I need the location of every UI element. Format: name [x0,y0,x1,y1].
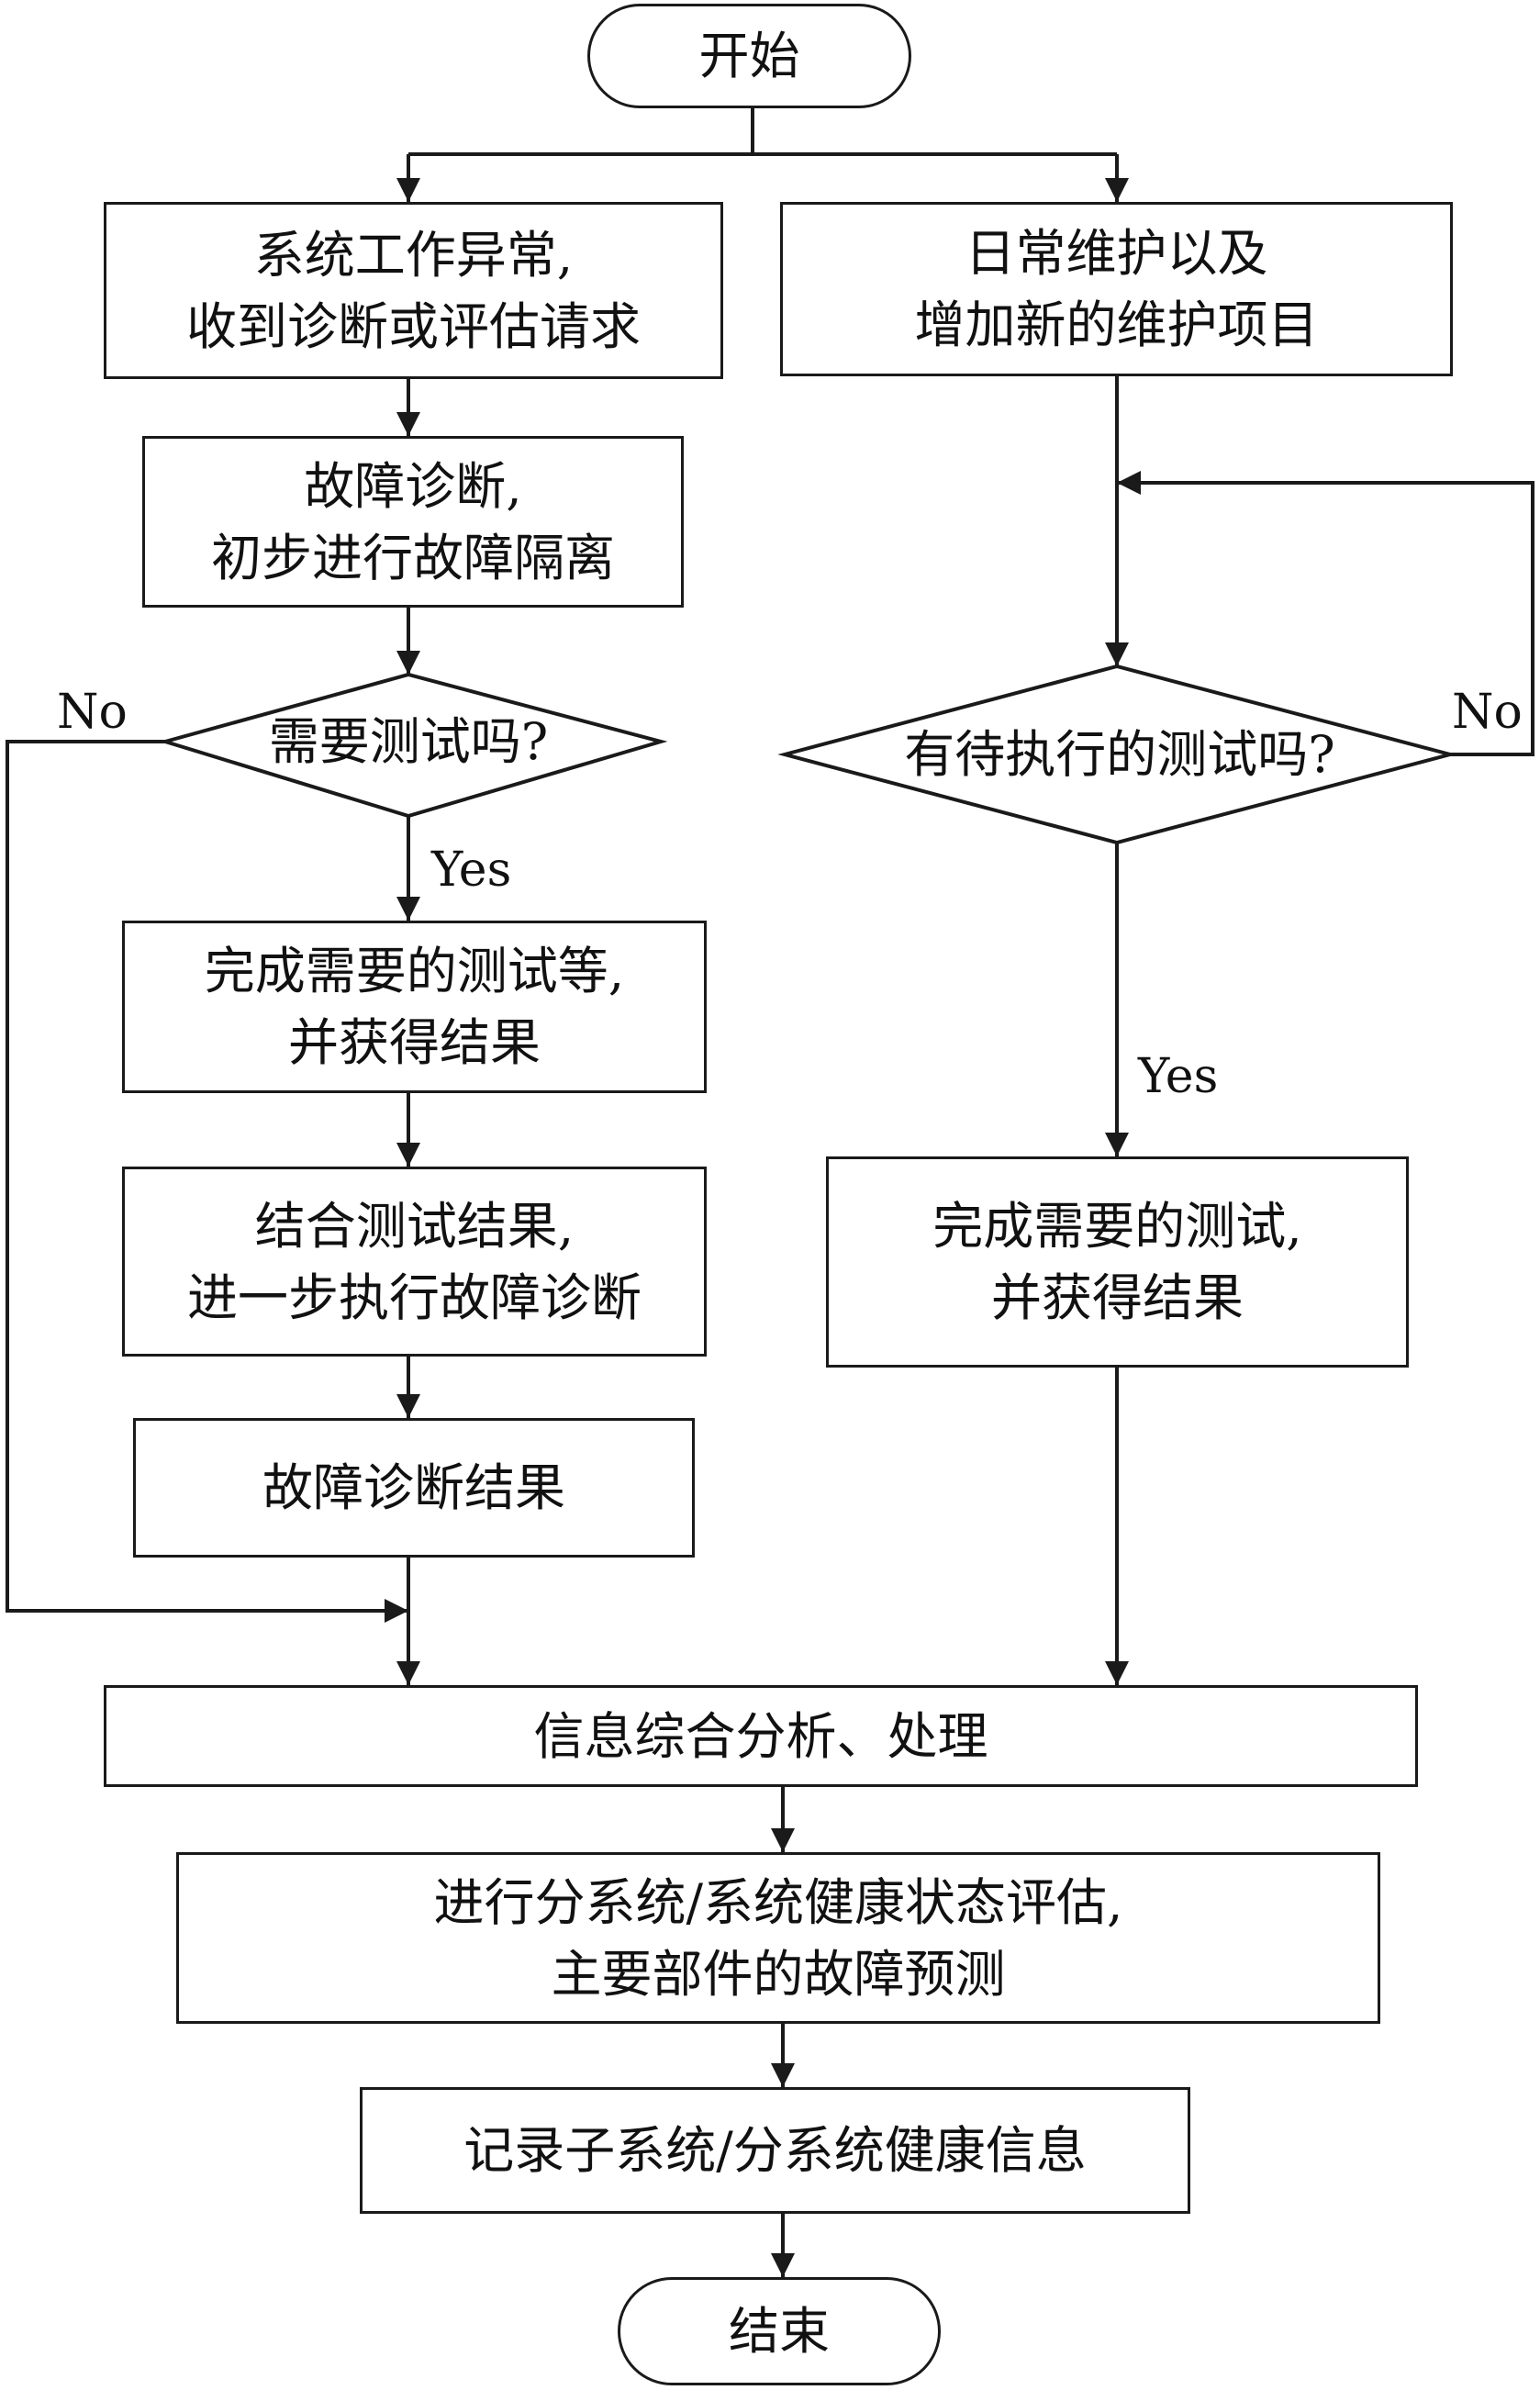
run-tests-line-2: 并获得结果 [287,1013,541,1072]
further-diagnosis-line-2: 进一步执行故障诊断 [186,1268,642,1327]
right-run-tests-box: 完成需要的测试, 并获得结果 [826,1156,1409,1368]
right-run-tests-line-2: 并获得结果 [990,1268,1244,1327]
no-label-right: No [1452,685,1523,740]
no-path-left [6,740,408,1623]
assessment-line-2: 主要部件的故障预测 [551,1944,1006,2004]
initial-diagnosis-box: 故障诊断, 初步进行故障隔离 [142,436,684,608]
request-box: 系统工作异常, 收到诊断或评估请求 [104,202,723,379]
maintenance-line-1: 日常维护以及 [965,224,1268,283]
maintenance-box: 日常维护以及 增加新的维护项目 [780,202,1453,376]
assessment-line-1: 进行分系统/系统健康状态评估, [433,1872,1123,1932]
end-label: 结束 [728,2302,830,2361]
request-line-2: 收到诊断或评估请求 [185,296,641,356]
request-line-1: 系统工作异常, [253,225,574,285]
start-label: 开始 [698,27,800,85]
diagnosis-result-label: 故障诊断结果 [262,1458,565,1517]
assessment-box: 进行分系统/系统健康状态评估, 主要部件的故障预测 [176,1852,1380,2024]
record-label: 记录子系统/分系统健康信息 [463,2121,1087,2180]
decision-right-shape [777,664,1457,845]
diagnosis-result-box: 故障诊断结果 [133,1418,695,1558]
run-tests-line-1: 完成需要的测试等, [204,942,625,1000]
run-tests-box: 完成需要的测试等, 并获得结果 [122,921,707,1093]
end-terminal: 结束 [618,2277,941,2385]
further-diagnosis-line-1: 结合测试结果, [254,1196,575,1256]
decision-left-text: 需要测试吗? [268,712,549,771]
record-box: 记录子系统/分系统健康信息 [360,2087,1190,2214]
analysis-box: 信息综合分析、处理 [104,1685,1418,1787]
yes-label-right: Yes [1138,1049,1219,1104]
maintenance-line-2: 增加新的维护项目 [914,296,1319,354]
yes-label-left: Yes [431,843,512,898]
no-label-left: No [57,685,128,740]
analysis-label: 信息综合分析、处理 [533,1706,988,1766]
initial-diagnosis-line-2: 初步进行故障隔离 [210,528,615,587]
start-terminal: 开始 [587,4,911,108]
decision-left-shape [158,672,668,819]
right-run-tests-line-1: 完成需要的测试, [932,1197,1302,1256]
no-path-right [1117,471,1534,756]
decision-right-text: 有待执行的测试吗? [904,725,1335,784]
initial-diagnosis-line-1: 故障诊断, [304,456,522,516]
further-diagnosis-box: 结合测试结果, 进一步执行故障诊断 [122,1167,707,1357]
